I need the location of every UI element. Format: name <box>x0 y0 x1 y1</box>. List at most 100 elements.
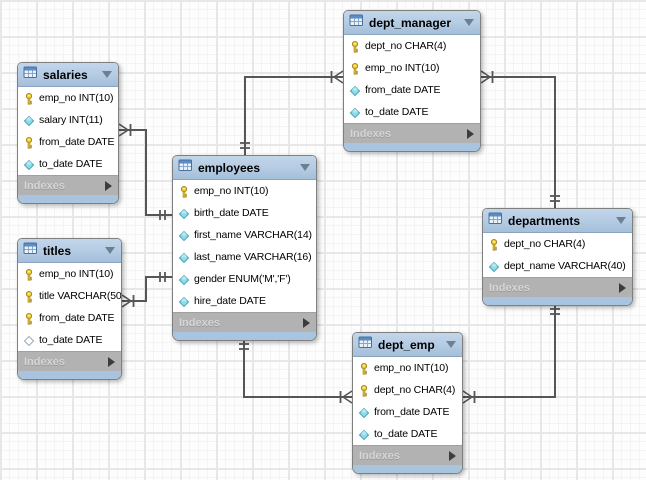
field-row[interactable]: dept_no CHAR(4) <box>344 35 480 57</box>
field-label: emp_no INT(10) <box>39 92 114 104</box>
field-label: dept_no CHAR(4) <box>374 384 456 396</box>
nullable-column-icon <box>23 334 35 347</box>
notnull-column-icon <box>358 428 370 441</box>
field-row[interactable]: emp_no INT(10) <box>353 357 462 379</box>
expand-arrow-icon[interactable] <box>467 128 474 139</box>
table-header-dept_manager[interactable]: dept_manager <box>344 11 480 35</box>
primary-key-icon <box>23 92 35 105</box>
field-label: dept_no CHAR(4) <box>504 238 586 250</box>
relationship-connector-titles-employees[interactable] <box>121 272 172 308</box>
collapse-arrow-icon[interactable] <box>446 341 456 348</box>
table-departments[interactable]: departments dept_no CHAR(4) dept_name VARC… <box>482 208 633 306</box>
field-row[interactable]: from_date DATE <box>18 307 121 329</box>
field-label: title VARCHAR(50) <box>39 290 121 302</box>
field-label: gender ENUM('M','F') <box>194 273 291 285</box>
primary-key-icon <box>349 40 361 53</box>
field-row[interactable]: dept_name VARCHAR(40) <box>483 255 632 277</box>
relationship-connector-dept_emp-departments[interactable] <box>462 302 560 404</box>
expand-arrow-icon[interactable] <box>108 356 115 367</box>
field-row[interactable]: emp_no INT(10) <box>18 263 121 285</box>
relationship-connector-dept_manager-departments[interactable] <box>480 70 560 208</box>
relationship-connector-salaries-employees[interactable] <box>118 123 172 220</box>
table-name: titles <box>43 243 72 258</box>
notnull-column-icon <box>178 251 190 264</box>
table-icon <box>349 14 364 32</box>
primary-key-icon <box>23 290 35 303</box>
collapse-arrow-icon[interactable] <box>102 71 112 78</box>
indexes-label: Indexes <box>24 179 65 192</box>
collapse-arrow-icon[interactable] <box>616 217 626 224</box>
indexes-row[interactable]: Indexes <box>18 351 121 371</box>
field-row[interactable]: to_date DATE <box>18 329 121 351</box>
field-row[interactable]: to_date DATE <box>18 153 118 175</box>
collapse-arrow-icon[interactable] <box>300 164 310 171</box>
field-row[interactable]: emp_no INT(10) <box>18 87 118 109</box>
field-row[interactable]: gender ENUM('M','F') <box>173 268 316 290</box>
table-salaries[interactable]: salaries emp_no INT(10) salary INT(11) from… <box>17 62 119 204</box>
field-label: to_date DATE <box>365 106 429 118</box>
field-label: dept_name VARCHAR(40) <box>504 260 626 272</box>
notnull-column-icon <box>178 207 190 220</box>
field-label: to_date DATE <box>39 334 103 346</box>
table-header-dept_emp[interactable]: dept_emp <box>353 333 462 357</box>
indexes-label: Indexes <box>179 316 220 329</box>
primary-key-icon <box>358 384 370 397</box>
table-dept_emp[interactable]: dept_emp emp_no INT(10) dept_no CHAR(4) fro… <box>352 332 463 474</box>
field-row[interactable]: from_date DATE <box>353 401 462 423</box>
field-label: emp_no INT(10) <box>365 62 440 74</box>
notnull-column-icon <box>23 158 35 171</box>
field-row[interactable]: emp_no INT(10) <box>344 57 480 79</box>
collapse-arrow-icon[interactable] <box>464 19 474 26</box>
expand-arrow-icon[interactable] <box>303 317 310 328</box>
table-footer <box>173 332 316 340</box>
field-row[interactable]: last_name VARCHAR(16) <box>173 246 316 268</box>
expand-arrow-icon[interactable] <box>449 450 456 461</box>
field-row[interactable]: salary INT(11) <box>18 109 118 131</box>
indexes-row[interactable]: Indexes <box>173 312 316 332</box>
table-icon <box>23 242 38 260</box>
table-header-salaries[interactable]: salaries <box>18 63 118 87</box>
relationship-connector-dept_manager-employees[interactable] <box>240 70 344 155</box>
relationship-connector-dept_emp-employees[interactable] <box>239 337 353 404</box>
indexes-row[interactable]: Indexes <box>344 123 480 143</box>
field-row[interactable]: dept_no CHAR(4) <box>483 233 632 255</box>
field-label: to_date DATE <box>39 158 103 170</box>
field-row[interactable]: title VARCHAR(50) <box>18 285 121 307</box>
field-row[interactable]: to_date DATE <box>353 423 462 445</box>
expand-arrow-icon[interactable] <box>619 282 626 293</box>
primary-key-icon <box>358 362 370 375</box>
expand-arrow-icon[interactable] <box>105 180 112 191</box>
table-header-departments[interactable]: departments <box>483 209 632 233</box>
field-row[interactable]: to_date DATE <box>344 101 480 123</box>
collapse-arrow-icon[interactable] <box>105 247 115 254</box>
table-titles[interactable]: titles emp_no INT(10) title VARCHAR(50) fro… <box>17 238 122 380</box>
field-row[interactable]: first_name VARCHAR(14) <box>173 224 316 246</box>
notnull-column-icon <box>178 295 190 308</box>
field-label: emp_no INT(10) <box>374 362 449 374</box>
field-row[interactable]: from_date DATE <box>344 79 480 101</box>
table-header-titles[interactable]: titles <box>18 239 121 263</box>
table-name: departments <box>508 213 581 228</box>
table-footer <box>353 465 462 473</box>
field-row[interactable]: from_date DATE <box>18 131 118 153</box>
field-row[interactable]: birth_date DATE <box>173 202 316 224</box>
notnull-column-icon <box>178 229 190 242</box>
indexes-label: Indexes <box>350 127 391 140</box>
table-footer <box>483 297 632 305</box>
field-row[interactable]: hire_date DATE <box>173 290 316 312</box>
field-label: salary INT(11) <box>39 114 103 126</box>
primary-key-icon <box>23 268 35 281</box>
field-row[interactable]: dept_no CHAR(4) <box>353 379 462 401</box>
indexes-row[interactable]: Indexes <box>18 175 118 195</box>
field-label: from_date DATE <box>39 136 115 148</box>
indexes-row[interactable]: Indexes <box>353 445 462 465</box>
field-label: to_date DATE <box>374 428 438 440</box>
field-row[interactable]: emp_no INT(10) <box>173 180 316 202</box>
notnull-column-icon <box>358 406 370 419</box>
table-header-employees[interactable]: employees <box>173 156 316 180</box>
indexes-row[interactable]: Indexes <box>483 277 632 297</box>
